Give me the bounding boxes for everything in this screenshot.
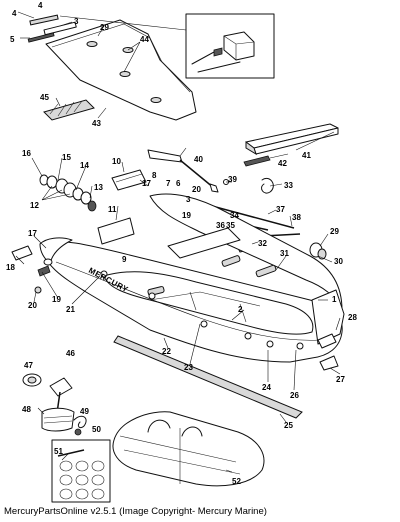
- copyright-caption: MercuryPartsOnline v2.5.1 (Image Copyrig…: [4, 506, 267, 517]
- label-6: 6: [176, 179, 181, 188]
- label-24: 24: [262, 383, 271, 392]
- floor-panel-43: [45, 19, 197, 121]
- hose-49: [73, 415, 87, 436]
- label-22: 22: [162, 347, 171, 356]
- label-50: 50: [92, 425, 101, 434]
- label-30: 30: [334, 257, 343, 266]
- seat-bench-41: [245, 123, 339, 156]
- label-42: 42: [278, 159, 287, 168]
- label-8: 8: [152, 171, 157, 180]
- label-45: 45: [40, 93, 49, 102]
- label-17-top: 17: [142, 179, 151, 188]
- label-39: 39: [228, 175, 237, 184]
- label-7: 7: [166, 179, 171, 188]
- detail-inset-box: [59, 13, 275, 79]
- label-34: 34: [230, 211, 239, 220]
- foot-pump-46: [22, 373, 75, 432]
- carry-bag-52: [112, 411, 265, 487]
- leader-lines: [15, 11, 341, 473]
- label-18: 18: [6, 263, 15, 272]
- label-3: 3: [74, 17, 79, 26]
- label-49: 49: [80, 407, 89, 416]
- repair-patch-45: [43, 99, 95, 121]
- repair-kit-50: [51, 439, 111, 503]
- label-4: 4: [38, 1, 43, 10]
- label-33: 33: [284, 181, 293, 190]
- label-20: 20: [28, 301, 37, 310]
- label-48: 48: [22, 405, 31, 414]
- label-19: 19: [52, 295, 61, 304]
- valve-items-3-5: [27, 14, 77, 43]
- label-5: 5: [10, 35, 15, 44]
- label-43: 43: [92, 119, 101, 128]
- label-27: 27: [336, 375, 345, 384]
- label-28: 28: [348, 313, 357, 322]
- label-11: 11: [108, 205, 117, 214]
- label-29-top: 29: [100, 23, 109, 32]
- label-32: 32: [258, 239, 267, 248]
- boat-hull: [11, 193, 345, 371]
- rope-33: [223, 178, 274, 194]
- label-23: 23: [184, 363, 193, 372]
- panel-11: [97, 217, 135, 245]
- label-40: 40: [194, 155, 203, 164]
- bag-10: [111, 169, 147, 191]
- label-35: 35: [226, 221, 235, 230]
- keel-strip-22: [113, 335, 303, 419]
- label-52: 52: [232, 477, 241, 486]
- label-13: 13: [94, 183, 103, 192]
- label-41: 41: [302, 151, 311, 160]
- label-20-top: 20: [192, 185, 201, 194]
- label-21: 21: [66, 305, 75, 314]
- label-29: 29: [330, 227, 339, 236]
- label-10: 10: [112, 157, 121, 166]
- part-number-labels: 4 4 3 5 29 44 45 43 40 41 42 16 15 14 13…: [6, 1, 357, 486]
- label-12: 12: [30, 201, 39, 210]
- label-36: 36: [216, 221, 225, 230]
- label-16: 16: [22, 149, 31, 158]
- label-46: 46: [66, 349, 75, 358]
- label-37: 37: [276, 205, 285, 214]
- label-44: 44: [140, 35, 149, 44]
- label-38: 38: [292, 213, 301, 222]
- label-25: 25: [284, 421, 293, 430]
- oar-40: [147, 149, 219, 193]
- label-31: 31: [280, 249, 289, 258]
- label-19-top: 19: [182, 211, 191, 220]
- label-4b: 4: [12, 9, 17, 18]
- label-14: 14: [80, 161, 89, 170]
- label-3b: 3: [186, 195, 191, 204]
- label-1: 1: [332, 295, 337, 304]
- label-26: 26: [290, 391, 299, 400]
- valve-assembly-12-16: [39, 174, 97, 212]
- label-9: 9: [122, 255, 127, 264]
- label-47: 47: [24, 361, 33, 370]
- label-17: 17: [28, 229, 37, 238]
- label-2: 2: [238, 305, 243, 314]
- seat-strip-42: [243, 155, 271, 167]
- label-15: 15: [62, 153, 71, 162]
- label-51: 51: [54, 447, 63, 456]
